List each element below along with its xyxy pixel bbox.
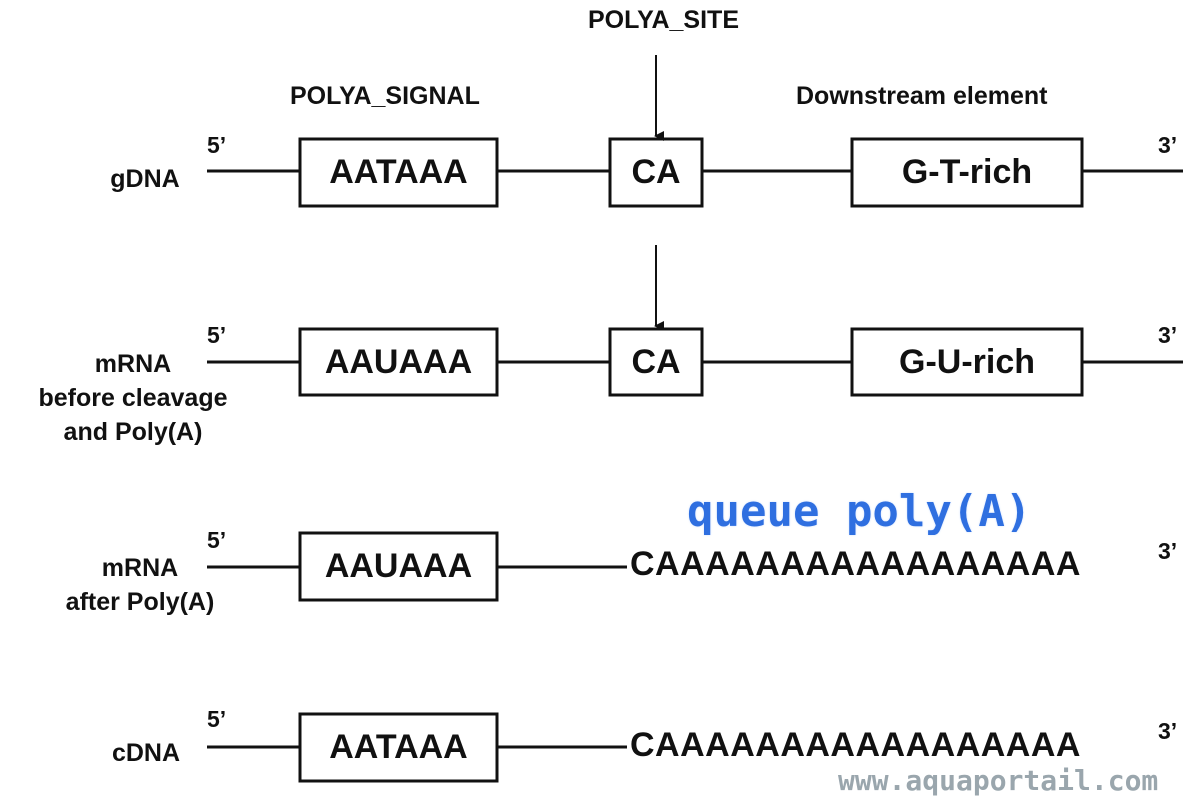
cdna-signal-text: AATAAA (329, 728, 468, 766)
mrna-before-label-line-3: and Poly(A) (63, 418, 203, 446)
cdna-row-label-line: cDNA (111, 739, 181, 767)
mrna-after-poly-a-tail: CAAAAAAAAAAAAAAAAA (630, 545, 1081, 583)
queue-poly-a-annotation: queue poly(A) (687, 486, 1032, 537)
mrna-after-label-line-1: mRNA (101, 554, 179, 582)
mrna-before-label-line-1: mRNA (94, 350, 172, 378)
gdna-signal-text: AATAAA (329, 153, 468, 191)
mrna-before-row-label: mRNA before cleavage and Poly(A) (6, 347, 260, 449)
mrna-before-signal-text: AAUAAA (324, 342, 473, 381)
mrna-before-three-prime: 3’ (1158, 322, 1178, 348)
mrna-before-site-text: CA (631, 342, 681, 381)
gdna-five-prime: 5’ (207, 132, 227, 158)
mrna-before-label-line-2: before cleavage (38, 384, 228, 412)
gdna-site-box (608, 137, 704, 208)
gdna-signal-box (298, 137, 499, 208)
gdna-downstream-box (850, 137, 1084, 208)
gdna-downstream-text: G-T-rich (901, 153, 1033, 191)
mrna-after-five-prime: 5’ (207, 527, 227, 553)
polya-site-header: POLYA_SITE (588, 6, 740, 34)
gdna-row-label: gDNA (100, 162, 190, 196)
mrna-after-row-label: mRNA after Poly(A) (20, 551, 260, 619)
mrna-after-label-line-2: after Poly(A) (65, 588, 215, 616)
downstream-element-header: Downstream element (796, 82, 1048, 110)
gdna-site-text: CA (631, 153, 681, 191)
gdna-row-label-line: gDNA (110, 165, 180, 193)
gdna-three-prime: 3’ (1158, 132, 1178, 158)
cdna-five-prime: 5’ (207, 706, 227, 732)
mrna-before-five-prime: 5’ (207, 322, 227, 348)
mrna-before-signal-box (298, 327, 499, 397)
cdna-signal-box (298, 712, 499, 783)
cdna-row-label: cDNA (96, 736, 196, 770)
mrna-before-downstream-text: G-U-rich (899, 342, 1035, 381)
mrna-before-downstream-box (850, 327, 1084, 397)
cdna-three-prime: 3’ (1158, 718, 1178, 744)
mrna-after-signal-text: AAUAAA (324, 547, 473, 585)
mrna-after-signal-box (298, 531, 499, 602)
polya-signal-header: POLYA_SIGNAL (290, 82, 480, 110)
mrna-before-site-box (608, 327, 704, 397)
mrna-after-three-prime: 3’ (1158, 538, 1178, 564)
cdna-poly-a-tail: CAAAAAAAAAAAAAAAAA (630, 726, 1081, 764)
watermark-text: www.aquaportail.com (838, 764, 1159, 797)
